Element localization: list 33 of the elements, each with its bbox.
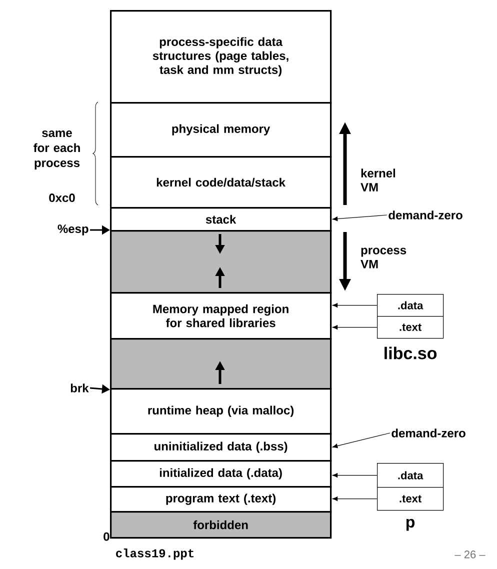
annotation-text: demand-zero — [392, 428, 466, 438]
arrow — [332, 325, 378, 330]
address-label: 0xc0 — [49, 194, 75, 202]
memory-region: stack — [110, 207, 332, 232]
section-box: .text — [377, 316, 444, 339]
section-box: .data — [377, 463, 444, 488]
section-box: .data — [377, 294, 444, 317]
brace-label: same for each process — [34, 130, 80, 170]
memory-region: program text (.text) — [110, 486, 332, 513]
memory-region: physical memory — [110, 102, 332, 158]
arrow — [332, 214, 388, 222]
address-label: 0 — [104, 532, 110, 541]
annotation-text: demand-zero — [388, 210, 462, 220]
memory-region: process-specific data structures (page tables, task and mm structs) — [110, 10, 332, 104]
memory-region: initialized data (.data) — [110, 460, 332, 488]
arrow — [332, 496, 378, 502]
memory-region: forbidden — [110, 511, 332, 539]
arrow — [332, 432, 390, 448]
memory-region: Memory mapped region for shared libraries — [110, 292, 332, 340]
arrow — [332, 473, 378, 478]
file-name: libc.so — [384, 346, 437, 360]
unmapped-region — [110, 338, 332, 390]
page-number: – 26 – — [454, 550, 486, 558]
section-box: .text — [377, 487, 444, 511]
pointer-label: %esp — [58, 224, 88, 236]
file-name: p — [406, 518, 415, 531]
memory-region: runtime heap (via malloc) — [110, 388, 332, 435]
region-label: process VM — [360, 248, 406, 268]
pointer-label: brk — [70, 384, 89, 392]
unmapped-region — [110, 230, 332, 294]
arrow — [332, 303, 378, 308]
memory-region: uninitialized data (.bss) — [110, 433, 332, 462]
region-label: kernel VM — [360, 168, 396, 192]
